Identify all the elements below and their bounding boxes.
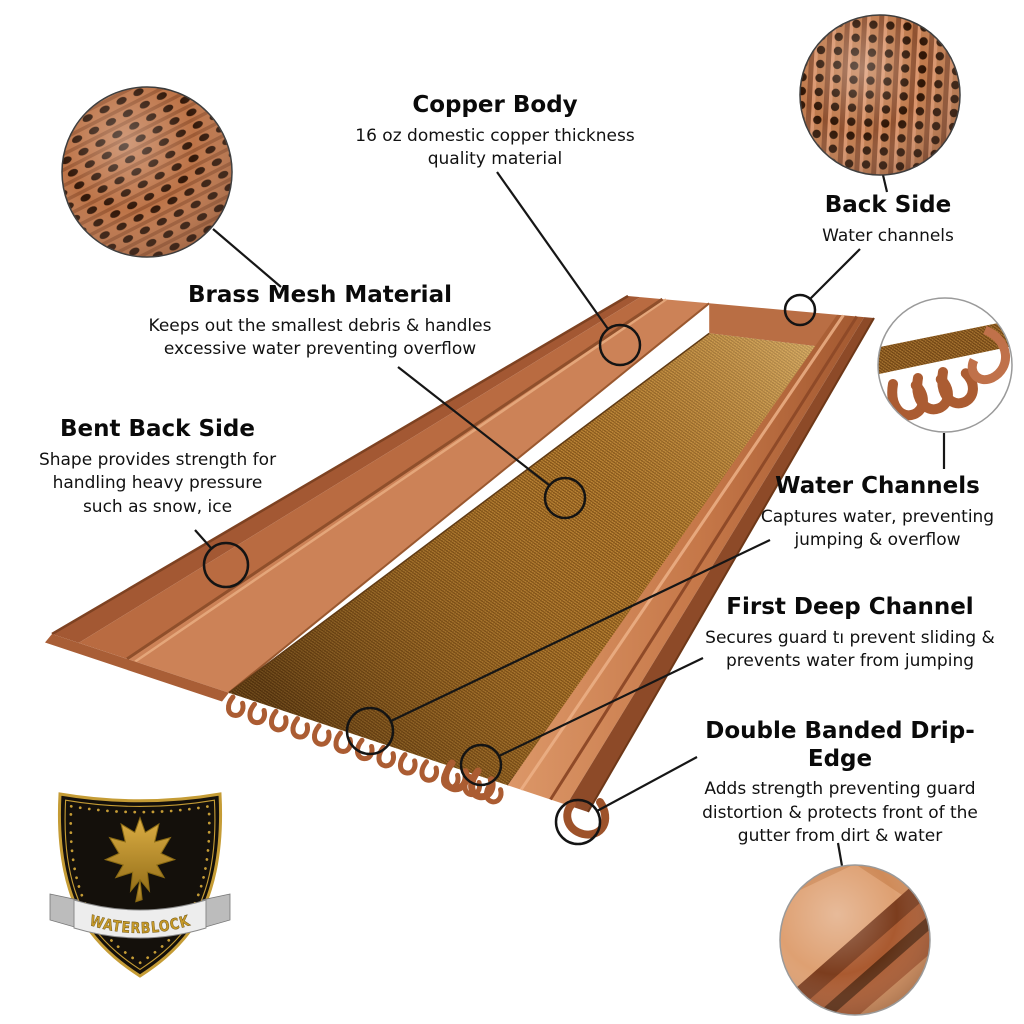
- connector-lines: [194, 171, 946, 867]
- callout-bent-back-side: Bent Back Side Shape provides strength f…: [25, 416, 290, 519]
- connector-bent-back-marker: [194, 529, 212, 549]
- callout-double-banded-drip-edge: Double Banded Drip-Edge Adds strength pr…: [675, 718, 1005, 849]
- connector-brass-mesh-inset: [212, 228, 282, 288]
- callout-first-deep-channel-desc: Secures guard tı prevent sliding & preve…: [705, 627, 995, 672]
- front-copper-strip: [507, 314, 865, 805]
- marker-first-deep-channel: [459, 743, 503, 787]
- callout-water-channels: Water Channels Captures water, preventin…: [740, 473, 1015, 553]
- callout-copper-body: Copper Body 16 oz domestic copper thickn…: [330, 92, 660, 172]
- brand-ribbon: WATERBLOCK: [49, 893, 231, 939]
- callout-first-deep-channel: First Deep Channel Secures guard tı prev…: [690, 594, 1010, 674]
- callout-brass-mesh: Brass Mesh Material Keeps out the smalle…: [130, 282, 510, 362]
- callout-double-banded-title: Double Banded Drip-Edge: [705, 718, 975, 772]
- callout-water-channels-title: Water Channels: [775, 473, 980, 499]
- maple-leaf-icon: [103, 816, 177, 903]
- bent-back-lip: [52, 296, 641, 643]
- connector-drip-edge-inset: [836, 842, 844, 867]
- marker-bent-back-side: [202, 541, 250, 589]
- connector-copper-body: [496, 171, 609, 330]
- bottom-end-fold: [45, 634, 229, 702]
- callout-markers: [202, 293, 817, 846]
- connector-back-side-marker: [809, 248, 861, 300]
- brand-shield-logo: WATERBLOCK: [49, 792, 231, 978]
- connector-brass-mesh-marker: [397, 366, 550, 486]
- callout-copper-body-desc: 16 oz domestic copper thickness quality …: [355, 125, 635, 170]
- connector-first-channel-marker: [498, 657, 704, 757]
- drip-edge-hook: [563, 798, 610, 839]
- callout-back-side: Back Side Water channels: [788, 192, 988, 248]
- connector-drip-edge-marker: [596, 756, 698, 812]
- callout-bent-back-side-desc: Shape provides strength for handling hea…: [38, 449, 277, 517]
- brass-mesh-closeup-inset: [61, 86, 233, 258]
- back-side-closeup-inset: [799, 14, 961, 176]
- drip-edge-closeup-inset: [779, 864, 931, 1016]
- marker-water-channels: [345, 706, 395, 756]
- callout-first-deep-channel-title: First Deep Channel: [726, 594, 974, 620]
- callout-brass-mesh-desc: Keeps out the smallest debris & handles …: [148, 315, 492, 360]
- connector-water-channels-marker: [390, 539, 771, 722]
- callout-back-side-title: Back Side: [824, 192, 952, 218]
- marker-copper-body: [598, 323, 642, 367]
- marker-double-banded: [554, 798, 602, 846]
- back-copper-lower: [127, 299, 710, 693]
- callout-copper-body-title: Copper Body: [412, 92, 578, 118]
- marker-back-side: [783, 293, 817, 327]
- callout-double-banded-desc: Adds strength preventing guard distortio…: [702, 779, 978, 847]
- callout-water-channels-desc: Captures water, preventing jumping & ove…: [760, 506, 995, 551]
- water-channels-closeup-inset: [877, 297, 1013, 433]
- marker-brass-mesh: [543, 476, 587, 520]
- callout-bent-back-side-title: Bent Back Side: [59, 416, 255, 442]
- back-copper-upper: [78, 297, 663, 659]
- callout-brass-mesh-title: Brass Mesh Material: [188, 282, 452, 308]
- callout-back-side-desc: Water channels: [822, 225, 954, 246]
- connector-back-side-inset: [881, 174, 889, 193]
- gutter-guard-product-image: [45, 294, 875, 839]
- top-end-fold: [709, 303, 838, 349]
